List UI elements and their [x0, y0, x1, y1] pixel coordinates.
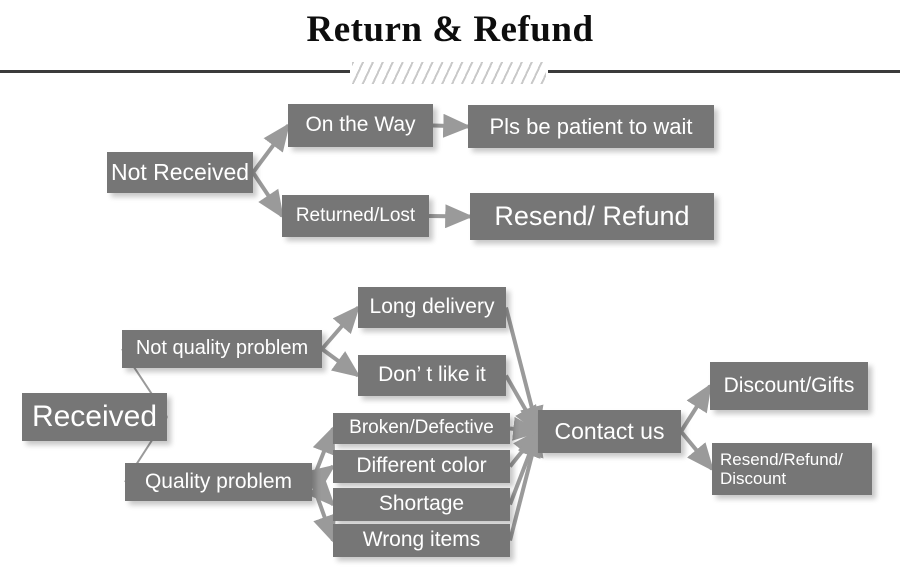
- edge-contact-us-to-resend-refund-discount: [679, 430, 715, 472]
- edge-broken-defective-to-contact-us: [509, 416, 542, 441]
- node-resend-refund: Resend/ Refund: [470, 193, 714, 240]
- edge-quality-to-broken-defective: [310, 425, 336, 483]
- edge-dont-like-it-to-contact-us: [504, 374, 540, 435]
- node-shortage: Shortage: [333, 488, 510, 521]
- edge-not-quality-to-long-delivery: [320, 305, 361, 351]
- node-different-color: Different color: [333, 450, 510, 483]
- header-divider: [0, 62, 900, 84]
- node-quality: Quality problem: [125, 463, 312, 501]
- edge-returned-lost-to-resend-refund: [428, 204, 474, 229]
- node-discount-gifts: Discount/Gifts: [710, 362, 868, 410]
- edge-not-quality-to-dont-like-it: [320, 347, 361, 378]
- edge-quality-to-wrong-items: [310, 481, 336, 544]
- node-long-delivery: Long delivery: [358, 287, 506, 328]
- node-not-quality: Not quality problem: [122, 330, 322, 368]
- divider-hatch-pattern: [352, 62, 546, 84]
- page-title: Return & Refund: [306, 9, 594, 50]
- node-pls-be-patient: Pls be patient to wait: [468, 105, 714, 148]
- node-resend-refund-discount: Resend/Refund/ Discount: [712, 443, 872, 495]
- node-wrong-items: Wrong items: [333, 524, 510, 557]
- edge-on-the-way-to-pls-be-patient: [432, 113, 472, 138]
- node-on-the-way: On the Way: [288, 104, 433, 147]
- node-contact-us: Contact us: [538, 410, 681, 453]
- node-not-received: Not Received: [107, 152, 253, 193]
- divider-rule-left: [0, 70, 350, 73]
- edge-wrong-items-to-contact-us: [508, 428, 544, 541]
- node-returned-lost: Returned/Lost: [282, 195, 429, 237]
- edge-contact-us-to-discount-gifts: [679, 383, 712, 433]
- edge-quality-to-shortage: [307, 478, 336, 507]
- divider-rule-right: [548, 70, 900, 73]
- edge-not-received-to-returned-lost: [251, 171, 284, 219]
- node-dont-like-it: Don’ t like it: [358, 355, 506, 396]
- edge-shortage-to-contact-us: [508, 428, 541, 506]
- node-received: Received: [22, 393, 167, 441]
- edge-different-color-to-contact-us: [508, 429, 540, 468]
- edge-not-received-to-on-the-way: [251, 122, 290, 174]
- edge-long-delivery-to-contact-us: [504, 307, 544, 435]
- node-broken-defective: Broken/Defective: [333, 413, 510, 444]
- edge-quality-to-different-color: [305, 464, 336, 491]
